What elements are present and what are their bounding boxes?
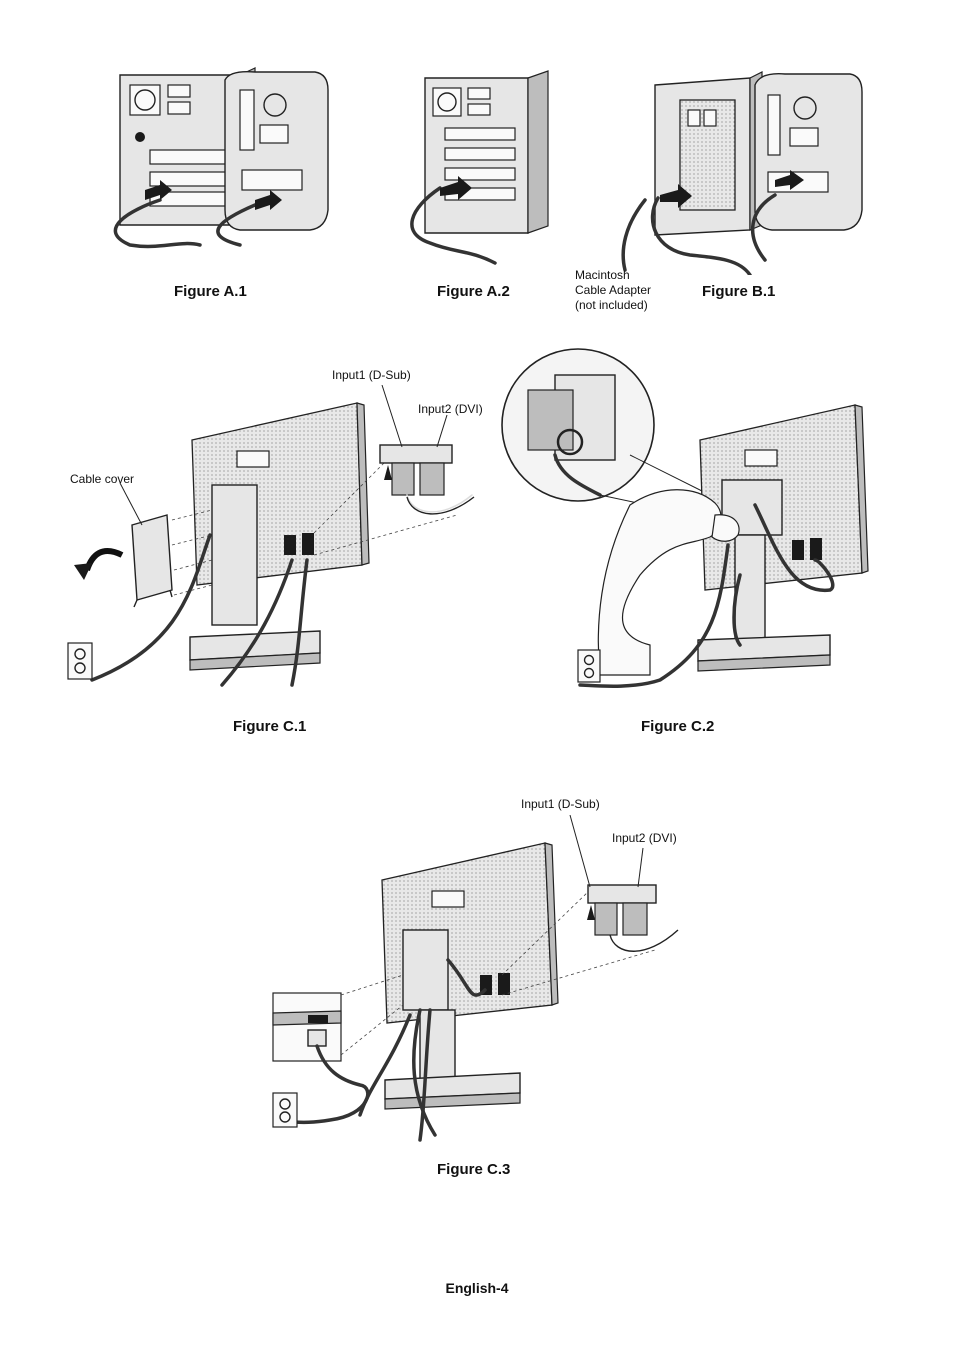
figure-c2-illustration — [500, 345, 890, 690]
figure-c1-input2-label: Input2 (DVI) — [418, 402, 483, 416]
figure-b1-illustration — [600, 60, 870, 275]
figure-c1-caption: Figure C.1 — [233, 718, 307, 735]
figure-b1-caption: Figure B.1 — [702, 283, 776, 300]
cable-cover-label: Cable cover — [70, 472, 135, 486]
figure-c3-input2-label: Input2 (DVI) — [612, 831, 677, 845]
macintosh-adapter-label-line3: (not included) — [575, 298, 648, 312]
macintosh-adapter-label-line2: Cable Adapter — [575, 283, 652, 297]
figure-c3-input1-label: Input1 (D-Sub) — [521, 797, 600, 811]
figure-a1-caption: Figure A.1 — [174, 283, 247, 300]
figure-c1-input1-label: Input1 (D-Sub) — [332, 368, 411, 382]
figure-c3-caption: Figure C.3 — [437, 1161, 511, 1178]
macintosh-adapter-label-line1: Macintosh — [575, 268, 630, 282]
figure-c1-illustration — [62, 385, 492, 690]
figure-c3-illustration — [270, 815, 690, 1145]
figure-c2-caption: Figure C.2 — [641, 718, 715, 735]
figure-a2-illustration — [400, 68, 560, 268]
figure-a2-caption: Figure A.2 — [437, 283, 510, 300]
figure-a1-illustration — [90, 60, 330, 250]
page-number-label: English-4 — [445, 1280, 509, 1296]
